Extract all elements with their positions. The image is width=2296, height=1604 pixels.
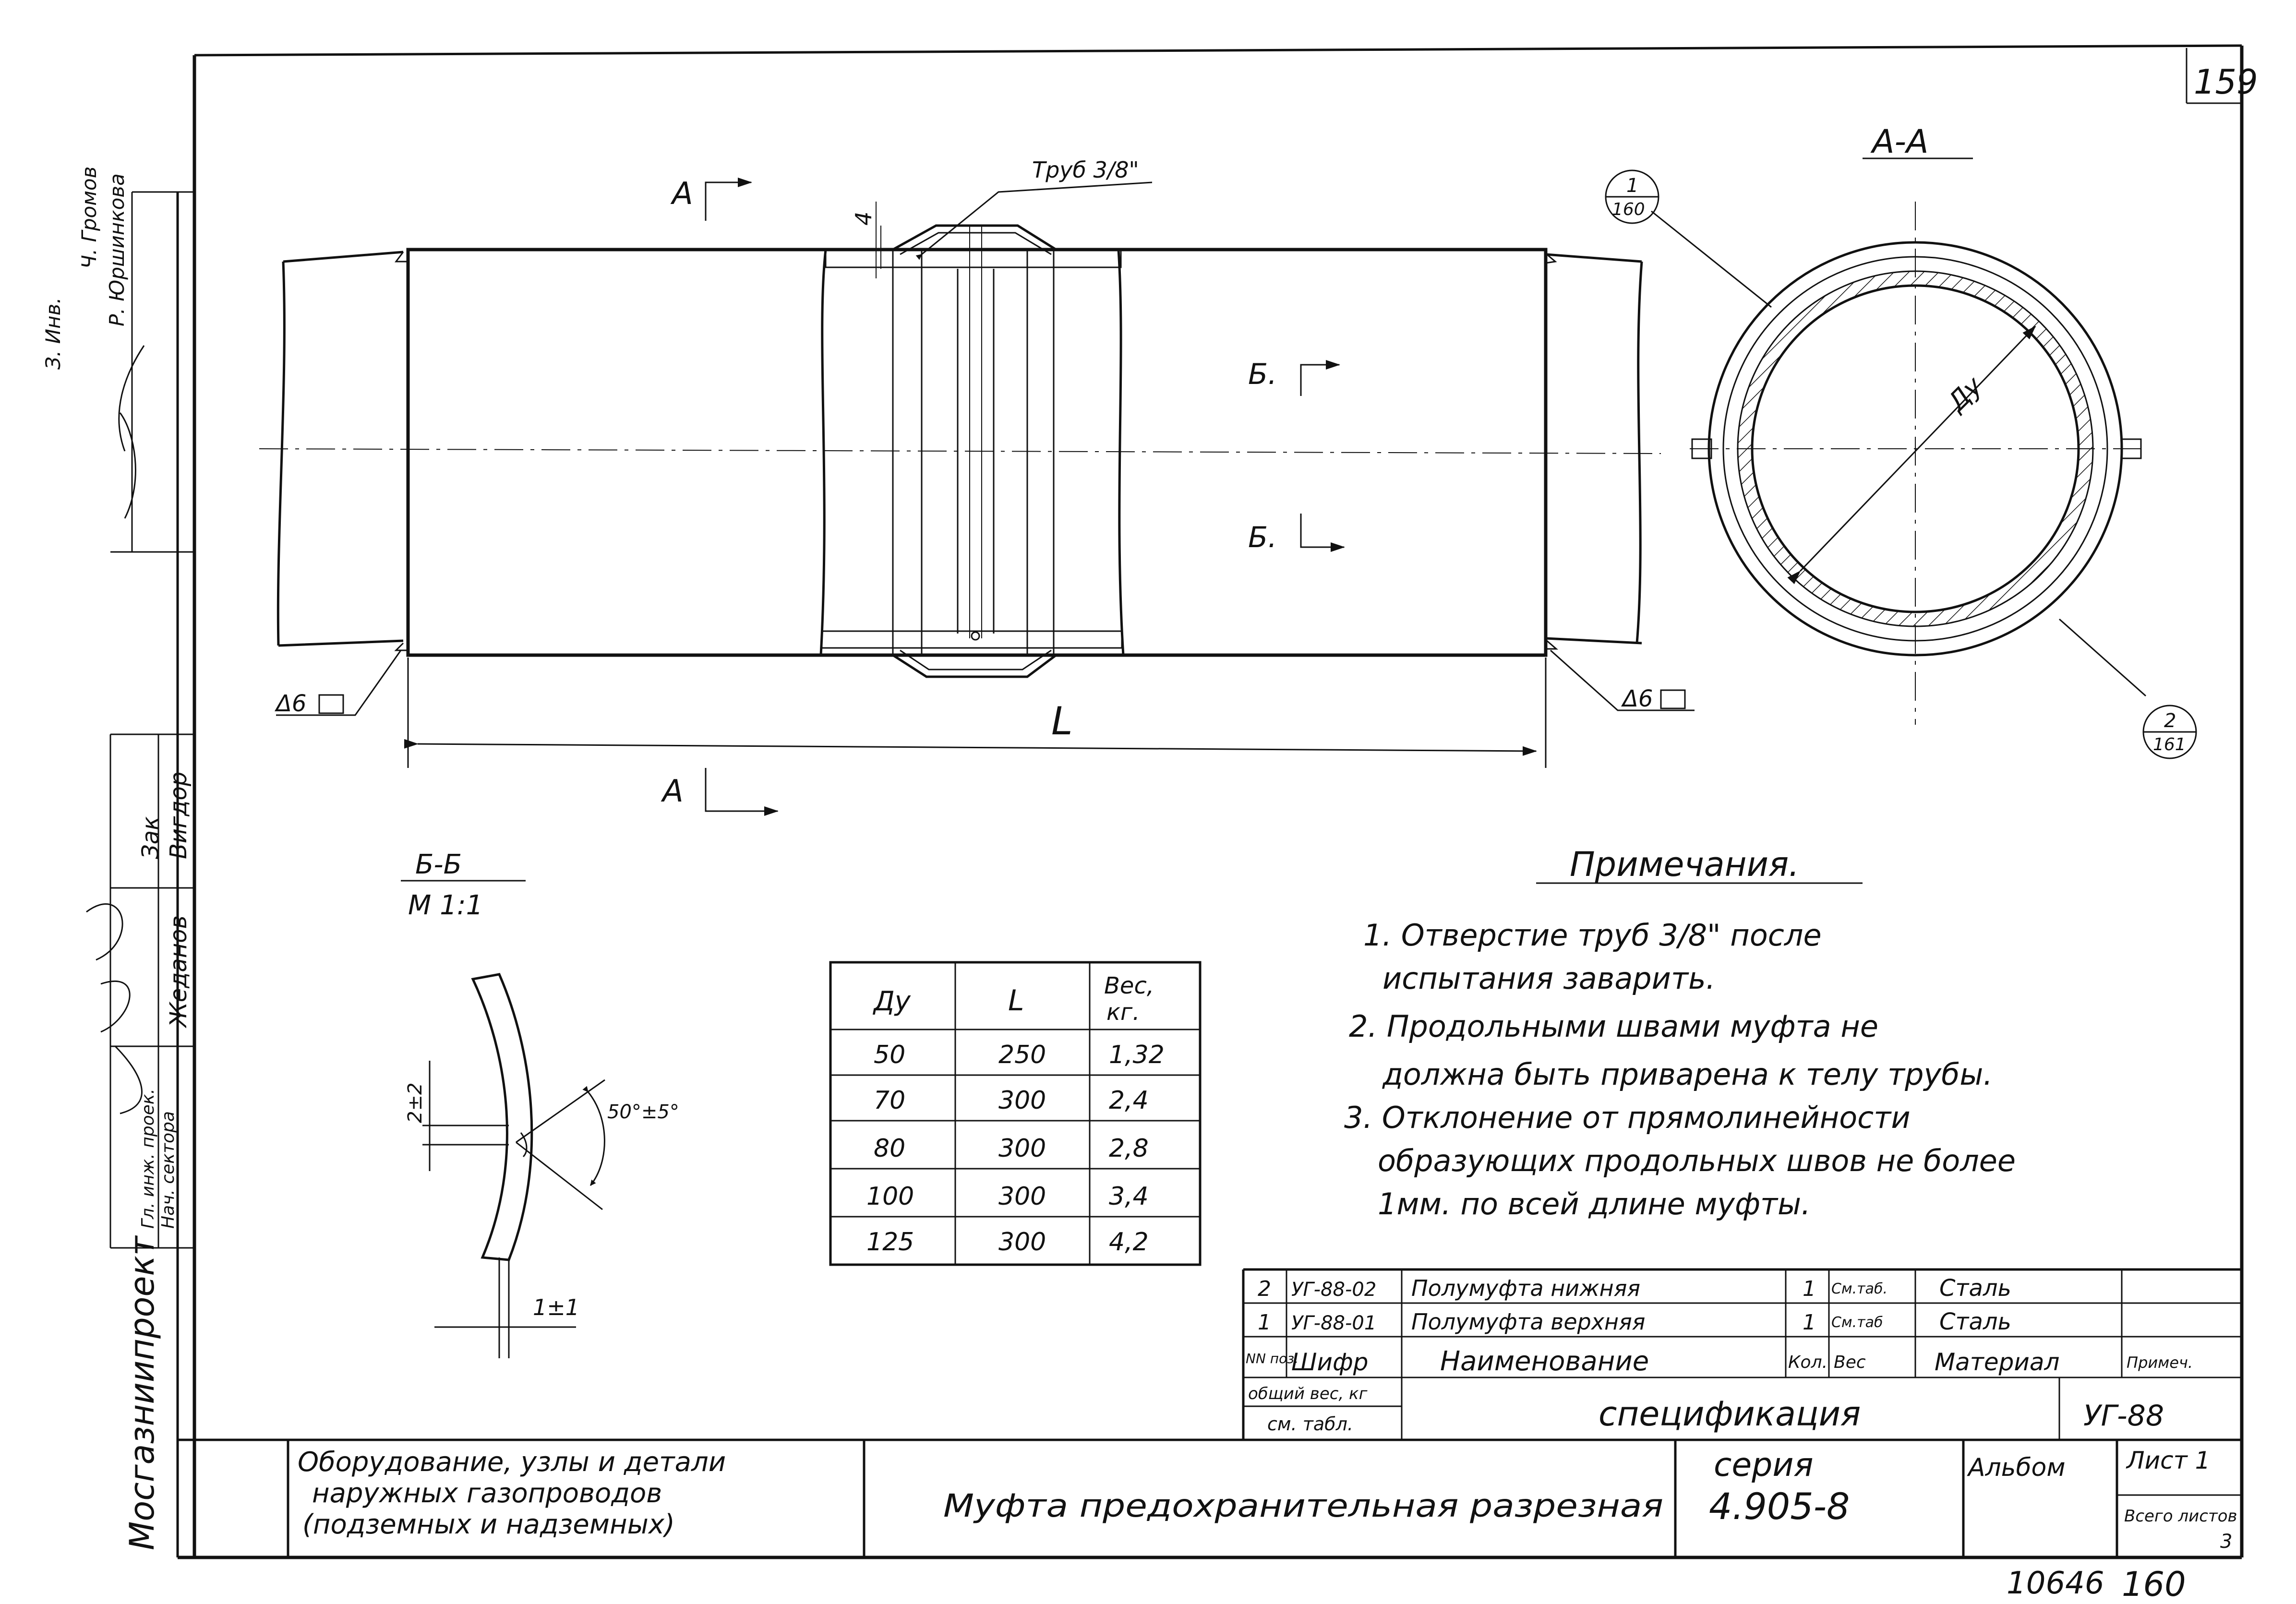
table-cell: 300 [998,1228,1046,1257]
spec-see-table: см. табл. [1267,1413,1353,1435]
spec-pos: 1 [1258,1310,1271,1335]
angle-label: 50°±5° [607,1101,679,1123]
note-line: испытания заварить. [1382,961,1715,996]
note-line: 3. Отклонение от прямолинейности [1344,1100,1911,1135]
ref2-sheet: 161 [2153,735,2186,754]
side-stamp [86,191,194,1557]
section-b-top: Б. [1248,358,1277,391]
spec-header-pos: NN поз. [1246,1351,1298,1366]
ref1-sheet: 160 [1612,200,1645,219]
gap-label: 2±2 [404,1083,426,1123]
spec-table [178,1268,2242,1441]
stamp-top-1: Ч. Громов [77,167,101,269]
spec-qty: 1 [1803,1310,1816,1335]
stamp-role-0: Гл. инж. проек. [138,1089,158,1229]
spec-pos: 2 [1258,1277,1271,1301]
drawing-name: Муфта предохранительная разрезная [943,1487,1663,1524]
stamp-top-0: З. Инв. [41,297,65,370]
section-bb [401,880,605,1358]
dim-table [829,961,1202,1266]
spec-header-weight: Вес [1834,1353,1866,1372]
spec-material: Сталь [1939,1275,2011,1302]
table-cell: 300 [998,1134,1046,1163]
spec-total-weight: общий вес, кг [1248,1384,1368,1403]
stamp-role-1: Нач. сектора [158,1111,178,1229]
length-label: L [1051,699,1073,743]
table-header-du: Ду [872,986,911,1017]
spec-header-material: Материал [1935,1348,2060,1376]
section-bb-title: Б-Б [415,849,462,880]
table-cell: 100 [866,1182,914,1211]
total-sheets-label: Всего листов [2124,1507,2237,1526]
table-cell: 300 [998,1182,1046,1211]
table-cell: 300 [998,1086,1046,1115]
table-header-weight: Вес, [1104,972,1154,999]
stamp-name-2: Жеданов [165,915,192,1029]
table-header-weight-unit: кг. [1106,999,1140,1026]
stamp-top-2: Р. Юршинкова [105,173,129,326]
spec-material: Сталь [1939,1308,2011,1335]
spec-header-qty: Кол. [1788,1353,1827,1372]
pipe-label: Труб 3/8" [1032,157,1139,183]
note-line: 2. Продольными швами муфта не [1349,1009,1878,1044]
pipe-dim: 4 [851,212,877,226]
series-number: 4.905-8 [1709,1485,1850,1528]
org-name: Мосгазниипроект [122,1235,162,1550]
table-cell: 80 [874,1134,905,1163]
table-cell: 2,8 [1109,1134,1149,1163]
spec-header-code: Шифр [1291,1348,1368,1376]
subject-line: наружных газопроводов [312,1478,662,1509]
table-header-l: L [1008,984,1024,1017]
spec-code-title: УГ-88 [2083,1399,2164,1433]
stamp-name-1: Вигдор [165,772,192,859]
subject-line: Оборудование, узлы и детали [298,1447,726,1478]
section-aa-title: А-А [1870,123,1929,161]
table-cell: 250 [998,1041,1046,1069]
main-view [259,178,1695,816]
doc-number: 10646 [2007,1566,2104,1601]
section-a-top: А [670,176,693,212]
album-label: Альбом [1967,1453,2066,1482]
spec-title: спецификация [1599,1394,1861,1434]
total-sheets: 3 [2220,1531,2232,1553]
table-cell: 125 [866,1228,914,1257]
table-cell: 4,2 [1109,1228,1149,1257]
spec-weight: См.таб. [1831,1281,1887,1297]
table-cell: 50 [874,1041,905,1069]
weld-left-label: Δ6 [274,690,306,717]
note-line: 1. Отверстие труб 3/8" после [1363,918,1822,953]
offset-label: 1±1 [533,1294,579,1320]
section-a-bottom: А [661,774,684,809]
spec-header-name: Наименование [1440,1346,1649,1377]
table-cell: 1,32 [1109,1041,1165,1069]
spec-weight: См.таб [1831,1314,1883,1331]
spec-qty: 1 [1803,1277,1816,1301]
note-line: 1мм. по всей длине муфты. [1378,1186,1811,1221]
table-cell: 3,4 [1109,1182,1149,1211]
note-line: должна быть приварена к телу трубы. [1382,1057,1993,1092]
subject-line: (подземных и надземных) [302,1509,675,1540]
weld-right-label: Δ6 [1621,685,1653,712]
spec-name: Полумуфта нижняя [1411,1275,1640,1301]
next-sheet-number: 160 [2122,1565,2186,1604]
sheet-label: Лист 1 [2126,1447,2210,1474]
section-b-bottom: Б. [1248,521,1277,554]
ref1-num: 1 [1626,175,1638,197]
ref2-num: 2 [2164,710,2176,732]
title-block [287,1440,2242,1557]
notes-title: Примечания. [1570,845,1799,884]
stamp-name-0: Зак [137,816,164,859]
drawing-frame [178,44,2244,1559]
spec-header-note: Примеч. [2127,1353,2193,1372]
spec-code: УГ-88-02 [1291,1279,1376,1301]
spec-code: УГ-88-01 [1291,1312,1376,1334]
spec-name: Полумуфта верхняя [1411,1309,1645,1335]
page-number: 159 [2194,62,2258,102]
table-cell: 2,4 [1109,1086,1149,1115]
table-cell: 70 [874,1086,905,1115]
section-aa [1605,157,2197,759]
series-label: серия [1714,1446,1814,1484]
section-bb-scale: М 1:1 [408,890,483,921]
note-line: образующих продольных швов не более [1378,1143,2016,1178]
